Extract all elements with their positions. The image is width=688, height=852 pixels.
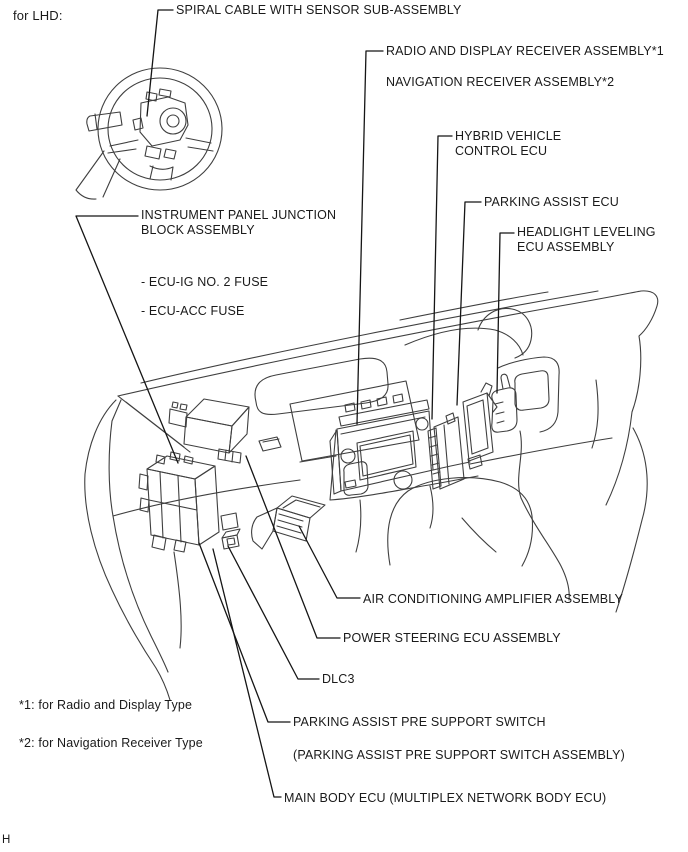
callout-parking-switch-assembly: (PARKING ASSIST PRE SUPPORT SWITCH ASSEM… xyxy=(293,748,625,762)
footnote-radio-display-type: *1: for Radio and Display Type xyxy=(19,698,193,712)
leader-lines xyxy=(75,9,515,798)
callout-headlight-leveling-ecu: HEADLIGHT LEVELING ECU ASSEMBLY xyxy=(517,225,656,254)
parking-assist-ecu-part xyxy=(462,382,498,470)
callout-ecu-acc-fuse: - ECU-ACC FUSE xyxy=(141,304,245,318)
callout-navigation-receiver: NAVIGATION RECEIVER ASSEMBLY*2 xyxy=(386,75,615,89)
callout-ecu-ig-fuse: - ECU-IG NO. 2 FUSE xyxy=(141,275,269,289)
power-steering-ecu-part xyxy=(168,398,282,464)
steering-wheel-illustration xyxy=(75,67,223,200)
spiral-cable-part xyxy=(132,88,189,160)
ac-amplifier-part xyxy=(251,495,326,550)
callout-radio-receiver: RADIO AND DISPLAY RECEIVER ASSEMBLY*1 xyxy=(386,44,664,58)
headlight-leveling-ecu-part xyxy=(491,373,518,433)
page-marker: H xyxy=(2,834,11,846)
hv-control-ecu-part xyxy=(427,412,465,490)
dashboard-illustration xyxy=(84,290,659,701)
variant-label: for LHD: xyxy=(13,8,63,23)
callout-parking-assist-ecu: PARKING ASSIST ECU xyxy=(484,195,619,209)
callout-hybrid-vehicle-ecu: HYBRID VEHICLE CONTROL ECU xyxy=(455,129,562,158)
callout-spiral-cable: SPIRAL CABLE WITH SENSOR SUB-ASSEMBLY xyxy=(176,3,462,17)
callout-ac-amplifier: AIR CONDITIONING AMPLIFIER ASSEMBLY xyxy=(363,592,623,606)
callout-power-steering-ecu: POWER STEERING ECU ASSEMBLY xyxy=(343,631,561,645)
junction-block-part xyxy=(138,451,239,553)
callout-junction-block: INSTRUMENT PANEL JUNCTION BLOCK ASSEMBLY xyxy=(141,208,337,237)
callout-main-body-ecu: MAIN BODY ECU (MULTIPLEX NETWORK BODY EC… xyxy=(284,791,607,805)
callout-parking-switch: PARKING ASSIST PRE SUPPORT SWITCH xyxy=(293,715,546,729)
footnote-navigation-type: *2: for Navigation Receiver Type xyxy=(19,736,203,750)
callout-dlc3: DLC3 xyxy=(322,672,355,686)
main-body-ecu-part xyxy=(220,512,239,531)
radio-unit-part xyxy=(329,393,434,495)
dlc3-part xyxy=(221,528,241,550)
